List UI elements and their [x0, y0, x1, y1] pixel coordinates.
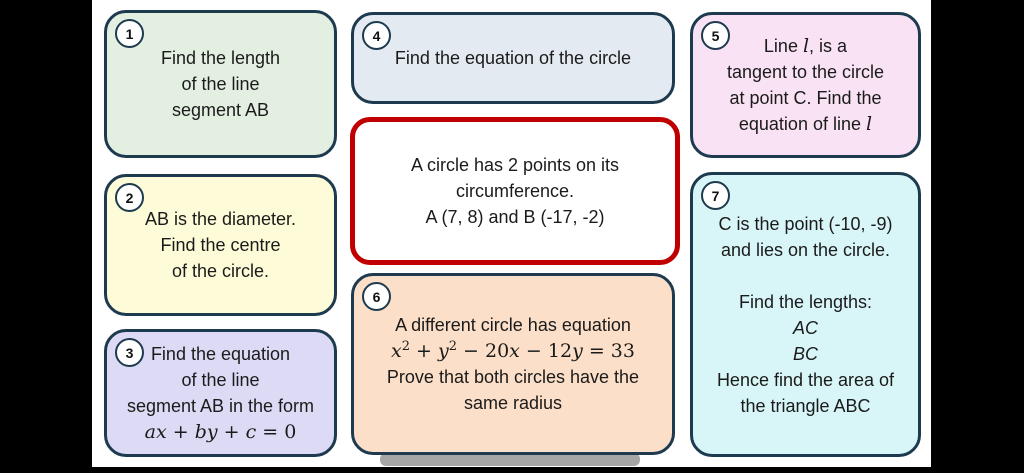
card-6-number-badge: 6 — [362, 282, 391, 311]
card-5-number-badge: 5 — [701, 21, 730, 50]
card-4-text: Find the equation of the circle — [394, 48, 632, 68]
letterbox-bottom — [0, 467, 1024, 473]
card-4-number-badge: 4 — [362, 21, 391, 50]
letterbox-right — [931, 0, 1024, 473]
card-7-text: C is the point (-10, -9)and lies on the … — [716, 213, 895, 416]
card-7-number-badge: 7 — [701, 181, 730, 210]
card-4-equation-of-circle: 4 Find the equation of the circle — [351, 12, 675, 104]
gray-shape-bar — [380, 453, 640, 466]
card-3-number-badge: 3 — [115, 338, 144, 367]
letterbox-left — [0, 0, 92, 473]
card-7-point-c-lengths: 7 C is the point (-10, -9)and lies on th… — [690, 172, 921, 457]
card-2-number-badge: 2 — [115, 183, 144, 212]
card-1-number-badge: 1 — [115, 19, 144, 48]
